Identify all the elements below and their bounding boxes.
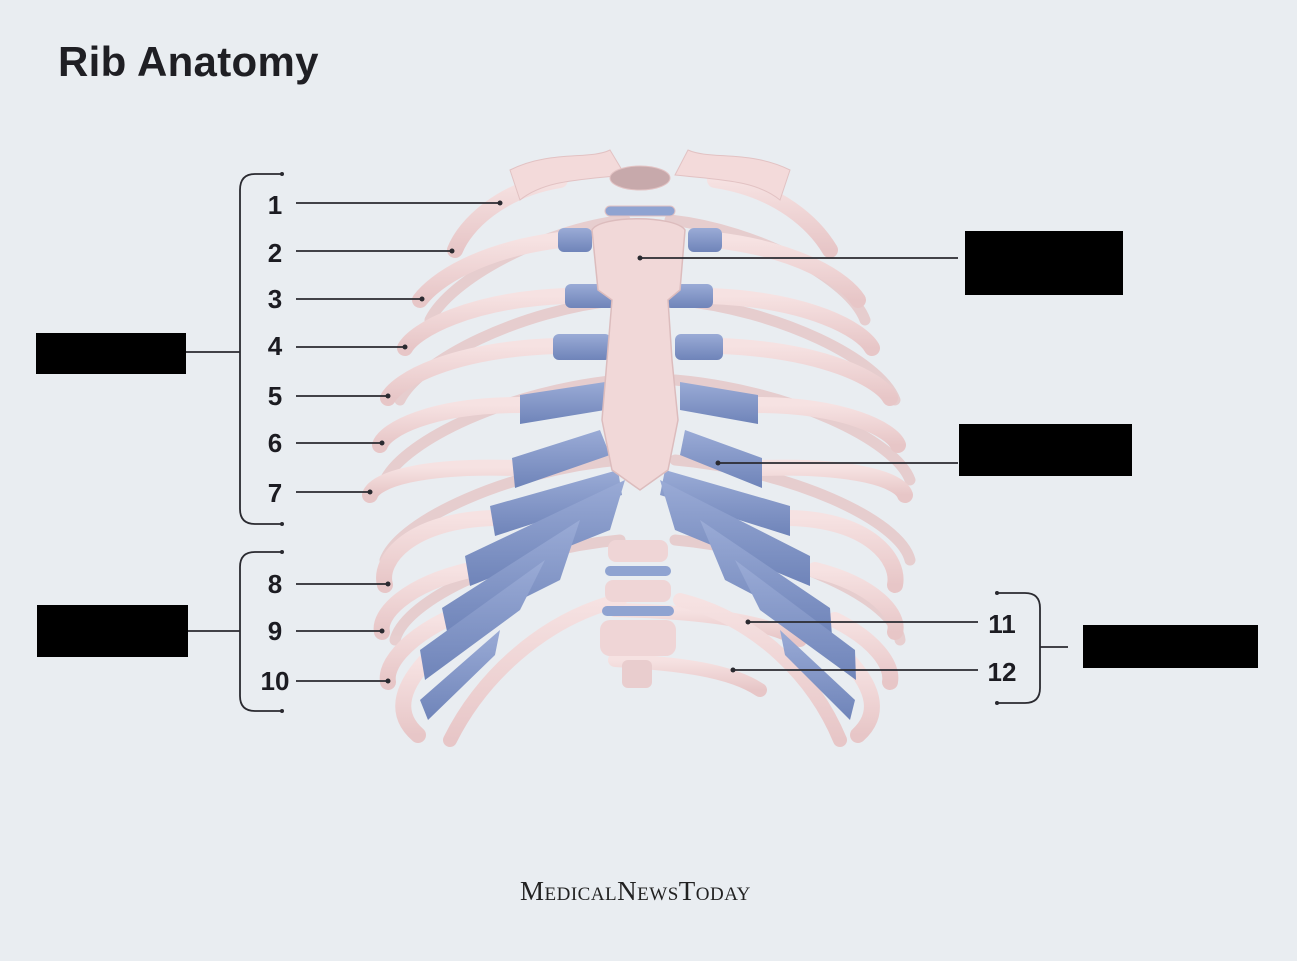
redacted-label-costal-cartilage <box>959 424 1132 476</box>
redacted-label-floating-ribs <box>1083 625 1258 668</box>
clavicle <box>509 149 791 217</box>
rib-number-7: 7 <box>268 478 282 508</box>
diagram-title: Rib Anatomy <box>58 38 319 85</box>
spine <box>600 540 676 688</box>
sternum <box>591 218 686 491</box>
redacted-label-false-ribs <box>37 605 188 657</box>
brand-logo: MedicalNewsToday <box>520 876 751 906</box>
rib-number-11: 11 <box>988 609 1016 639</box>
redacted-label-true-ribs <box>36 333 186 374</box>
rib-number-9: 9 <box>268 616 282 646</box>
rib-number-3: 3 <box>268 284 282 314</box>
floating-ribs-bracket <box>997 592 1041 704</box>
rib-number-12: 12 <box>988 657 1017 687</box>
costal-cartilages <box>420 228 856 720</box>
true-ribs-bracket <box>239 173 282 525</box>
rib-number-1: 1 <box>268 190 282 220</box>
rib-number-6: 6 <box>268 428 282 458</box>
rib-number-10: 10 <box>261 666 290 696</box>
rib-number-8: 8 <box>268 569 282 599</box>
rib-number-2: 2 <box>268 238 282 268</box>
rib-number-labels: 1 2 3 4 5 6 7 8 9 10 11 12 <box>261 190 1017 696</box>
leader-dots <box>280 172 999 713</box>
rib-number-5: 5 <box>268 381 282 411</box>
ribs-left <box>362 172 573 743</box>
redacted-label-sternum <box>965 231 1123 295</box>
ribs-right <box>702 172 913 743</box>
leader-lines <box>296 202 978 682</box>
rib-number-4: 4 <box>268 331 283 361</box>
